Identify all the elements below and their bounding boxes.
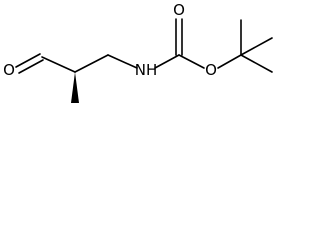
bond-chiral-ch2 <box>74 54 109 73</box>
skeletal-formula-diagram: O NH O O <box>3 1 273 103</box>
methyl-wedge-bond <box>71 72 79 103</box>
bond-tbutyl-methyl-down <box>240 54 273 73</box>
bond-carbonyl-ester-o <box>178 54 205 69</box>
bond-nh-carbonyl <box>154 54 180 69</box>
carbonyl-double-bond <box>175 18 183 56</box>
bond-cho-chiral <box>41 56 76 73</box>
aldehyde-double-bond <box>15 53 44 74</box>
amine-nh-label: NH <box>135 61 158 79</box>
bond-ch2-nh <box>107 54 138 69</box>
carbonyl-oxygen-label: O <box>173 1 185 19</box>
aldehyde-oxygen-label: O <box>3 61 15 79</box>
bond-tbutyl-methyl-right <box>240 37 273 56</box>
bond-ester-o-tbutyl <box>217 54 242 69</box>
ester-oxygen-label: O <box>205 61 217 79</box>
